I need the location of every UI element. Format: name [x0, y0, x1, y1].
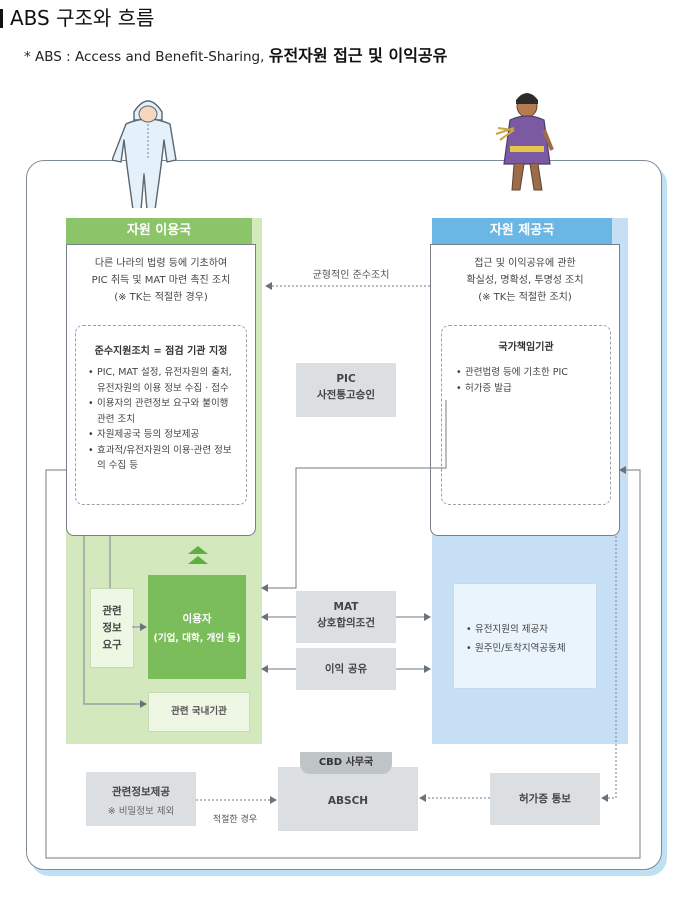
info-request-box: 관련 정보 요구 [90, 588, 134, 668]
permit-notice-box: 허가증 통보 [490, 773, 600, 825]
provider-item: 원주민/토착지역공동체 [466, 639, 590, 658]
user-caption-line: 다른 나라의 법령 등에 기초하여 [94, 258, 228, 269]
compliance-item: PIC, MAT 설정, 유전자원의 출처, 유전자원의 이용 정보 수집 · … [88, 365, 236, 396]
authority-box: 국가책임기관 관련법령 등에 기초한 PIC 허가증 발급 [441, 325, 611, 505]
page-title: ABS 구조와 흐름 [0, 2, 154, 31]
compliance-list: PIC, MAT 설정, 유전자원의 출처, 유전자원의 이용 정보 수집 · … [88, 365, 236, 474]
provider-caption-line: 확실성, 명확성, 투명성 조치 [466, 275, 584, 286]
user-title: 이용자 [182, 613, 212, 625]
info-provide-title: 관련정보제공 [112, 786, 170, 798]
domestic-agency-box: 관련 국내기관 [148, 692, 250, 732]
provider-country-box: 접근 및 이익공유에 관한 확실성, 명확성, 투명성 조치 (※ TK는 적절… [430, 244, 620, 536]
provider-caption-line: 접근 및 이익공유에 관한 [474, 258, 576, 269]
compliance-box: 준수지원조치 = 점검 기관 지정 PIC, MAT 설정, 유전자원의 출처,… [75, 325, 247, 505]
mat-title: MAT [333, 601, 359, 613]
provider-box: 유전지원의 제공자 원주민/토착지역공동체 [453, 583, 597, 689]
compliance-item: 자원제공국 등의 정보제공 [88, 427, 236, 443]
user-caption-line: (※ TK는 적절한 경우) [114, 292, 208, 303]
subtitle-en: * ABS : Access and Benefit-Sharing, [24, 49, 265, 65]
pic-desc: 사전통고승인 [317, 389, 375, 401]
absch-box: ABSCH [278, 767, 418, 831]
info-request-label: 관련 정보 요구 [102, 605, 122, 651]
user-country-caption: 다른 나라의 법령 등에 기초하여 PIC 취득 및 MAT 마련 촉진 조치 … [67, 255, 255, 306]
benefit-sharing-box: 이익 공유 [296, 648, 396, 690]
absch-title: ABSCH [327, 795, 369, 807]
compliance-item: 이용자의 관련정보 요구와 불이행 관련 조치 [88, 396, 236, 427]
balanced-compliance-label: 균형적인 준수조치 [312, 270, 390, 281]
subtitle-ko: 유전자원 접근 및 이익공유 [268, 46, 448, 65]
authority-title: 국가책임기관 [498, 342, 554, 353]
user-desc: (기업, 대학, 개인 등) [153, 633, 241, 644]
compliance-title: 준수지원조치 = 점검 기관 지정 [94, 346, 228, 357]
compliance-item: 효과적/유전자원의 이용·관련 정보의 수집 등 [88, 443, 236, 474]
provider-caption-line: (※ TK는 적절한 조치) [478, 292, 572, 303]
researcher-figure-icon [112, 100, 177, 208]
user-country-box: 다른 나라의 법령 등에 기초하여 PIC 취득 및 MAT 마련 촉진 조치 … [66, 244, 256, 536]
authority-list: 관련법령 등에 기초한 PIC 허가증 발급 [456, 365, 600, 396]
pic-title: PIC [336, 373, 356, 385]
pic-box: PIC 사전통고승인 [296, 363, 396, 417]
user-box: 이용자 (기업, 대학, 개인 등) [148, 575, 246, 679]
provider-country-header: 자원 제공국 [432, 218, 612, 244]
provider-list: 유전지원의 제공자 원주민/토착지역공동체 [466, 620, 590, 658]
indigenous-figure-icon [495, 93, 554, 191]
when-appropriate-label: 적절한 경우 [212, 815, 258, 825]
chevron-up-icon [188, 546, 208, 564]
provider-country-caption: 접근 및 이익공유에 관한 확실성, 명확성, 투명성 조치 (※ TK는 적절… [431, 255, 619, 306]
provider-item: 유전지원의 제공자 [466, 620, 590, 639]
mat-box: MAT 상호합의조건 [296, 591, 396, 643]
authority-item: 허가증 발급 [456, 381, 600, 397]
info-provide-note: ※ 비밀정보 제외 [107, 806, 175, 817]
cbd-secretariat-tab: CBD 사무국 [300, 752, 392, 774]
authority-item: 관련법령 등에 기초한 PIC [456, 365, 600, 381]
mat-desc: 상호합의조건 [317, 617, 375, 629]
user-caption-line: PIC 취득 및 MAT 마련 촉진 조치 [91, 275, 231, 286]
page-subtitle: * ABS : Access and Benefit-Sharing, 유전자원… [24, 42, 447, 66]
info-provide-box: 관련정보제공 ※ 비밀정보 제외 [86, 772, 196, 826]
page-title-text: ABS 구조와 흐름 [10, 6, 155, 30]
user-country-header: 자원 이용국 [66, 218, 252, 244]
title-bar-decoration [0, 9, 3, 28]
